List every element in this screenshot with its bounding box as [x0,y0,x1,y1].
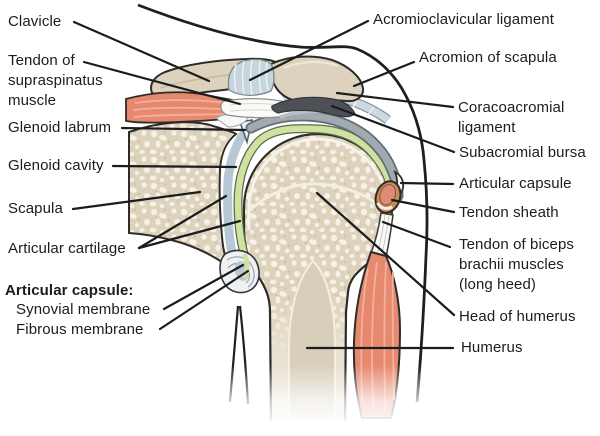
articular-cartilage-band [233,124,394,269]
label-subacromial-bursa: Subacromial bursa [459,144,586,161]
acromioclavicular-ligament-shape [227,58,275,97]
articular-capsule-band [245,110,404,202]
leader-synovial-membrane [162,263,245,311]
leader-subacromial-bursa [330,104,456,154]
leader-articular-capsule [399,181,455,186]
leader-fibrous-membrane [158,269,250,331]
label-articular-capsule-heading: Articular capsule: [5,282,134,299]
leader-tendon-biceps [381,220,452,249]
scapula-bone [128,121,238,270]
bottom-margin [0,428,600,436]
label-articular-cartilage: Articular cartilage [8,240,126,257]
leader-articular-cartilage-b [137,219,242,250]
subacromial-bursa-shape [271,96,356,119]
label-humerus: Humerus [461,339,523,356]
leader-acromion [352,60,416,88]
leader-tendon-sheath [390,198,456,214]
leader-scapula [71,190,202,211]
bottom-fade [0,365,600,436]
leader-head-of-humerus [315,191,456,317]
leader-glenoid-cavity [111,164,238,169]
leader-articular-cartilage-a [137,194,228,250]
acromion-bone [269,55,365,104]
label-acromioclavicular-ligament: Acromioclavicular ligament [373,11,554,28]
label-acromion-of-scapula: Acromion of scapula [419,49,557,66]
label-glenoid-cavity: Glenoid cavity [8,157,104,174]
label-scapula: Scapula [8,200,63,217]
label-articular-capsule: Articular capsule [459,175,572,192]
leader-coracoacromial-ligament [335,91,455,109]
label-head-of-humerus: Head of humerus [459,308,576,325]
label-glenoid-labrum: Glenoid labrum [8,119,112,136]
label-tendon-of-supraspinatus-muscle: Tendon of supraspinatus muscle [8,52,103,109]
leader-lines [71,19,456,350]
epiphyseal-line [248,182,385,212]
label-tendon-of-biceps-brachii: Tendon of biceps brachii muscles (long h… [459,236,575,293]
label-tendon-sheath: Tendon sheath [459,204,559,221]
leader-acromioclavicular-ligament [248,19,370,82]
label-synovial-membrane: Synovial membrane [16,301,151,318]
leader-tendon-supraspinatus [82,60,242,106]
tendon-sheath-shape [374,180,402,214]
leader-glenoid-labrum [120,126,247,132]
leader-clavicle [72,20,211,83]
label-clavicle: Clavicle [8,13,62,30]
label-fibrous-membrane: Fibrous membrane [16,321,144,338]
body-outline [137,3,429,403]
label-coracoacromial-ligament: Coracoacromial ligament [458,99,565,136]
